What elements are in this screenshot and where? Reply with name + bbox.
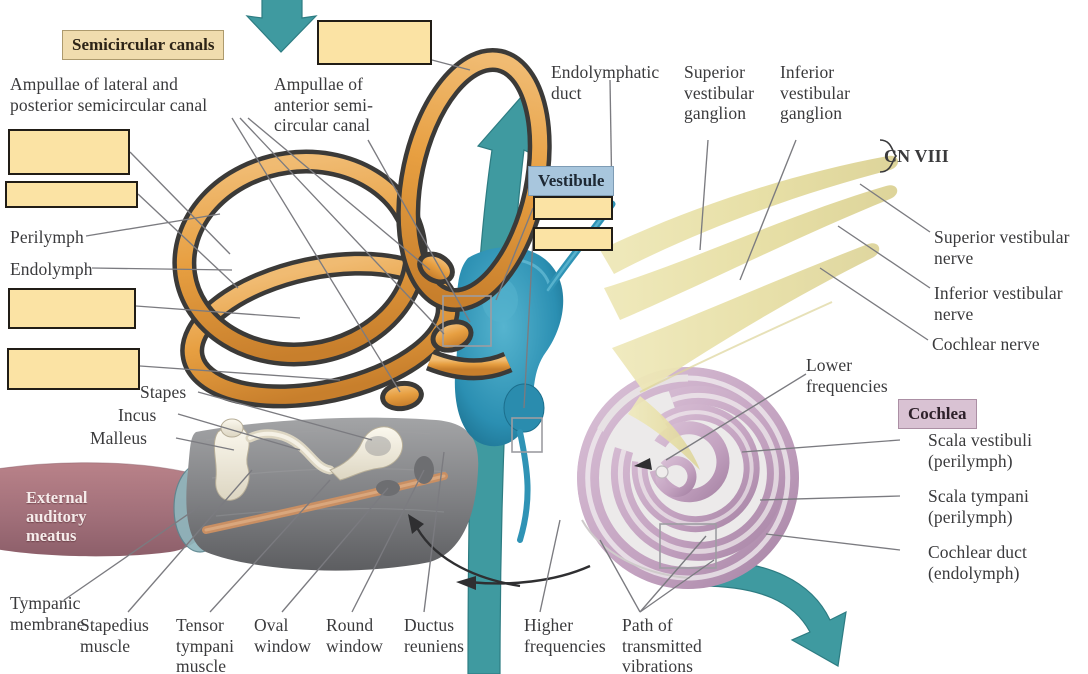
label-malleus: Malleus [90, 428, 148, 448]
label-lower-frequencies: Lower frequencies [806, 355, 888, 396]
label-oval-window: Oval window [254, 615, 311, 656]
label-stapedius-muscle: Stapedius muscle [80, 615, 149, 656]
external-auditory-meatus-art [0, 462, 213, 557]
label-ductus-reuniens: Ductus reuniens [404, 615, 465, 656]
label-incus: Incus [118, 405, 157, 425]
arrow-down-icon [245, 0, 318, 53]
label-tensor-tympani-muscle: Tensor tympani muscle [176, 615, 235, 674]
arrow-curved-down-icon [699, 559, 847, 667]
label-path-of-transmitted-vibrations: Path of transmitted vibrations [622, 615, 702, 674]
badge-semicircular-canals: Semicircular canals [62, 30, 225, 60]
cochlea-art [577, 367, 799, 589]
label-external-auditory-meatus: External auditory meatus [26, 488, 88, 545]
label-cochlear-nerve: Cochlear nerve [932, 334, 1040, 354]
cover-left-2[interactable] [5, 181, 138, 208]
badge-cochlea: Cochlea [898, 399, 977, 429]
label-perilymph: Perilymph [10, 227, 84, 247]
label-superior-vestibular-nerve: Superior vestibular nerve [934, 227, 1070, 268]
label-cochlear-duct: Cochlear duct (endolymph) [928, 542, 1027, 583]
label-superior-vestibular-ganglion: Superior vestibular ganglion [684, 62, 755, 123]
label-higher-frequencies: Higher frequencies [524, 615, 606, 656]
label-endolymphatic-duct: Endolymphatic duct [551, 62, 660, 103]
label-scala-tympani: Scala tympani (perilymph) [928, 486, 1029, 527]
label-round-window: Round window [326, 615, 383, 656]
badge-vestibule: Vestibule [528, 166, 615, 196]
label-stapes: Stapes [140, 382, 187, 402]
cover-left-1[interactable] [8, 129, 130, 175]
cover-vestibule-2[interactable] [533, 227, 613, 251]
label-ampullae-lateral-posterior: Ampullae of lateral and posterior semici… [10, 74, 208, 115]
semicircular-canals-art [172, 47, 717, 569]
label-ampullae-anterior: Ampullae of anterior semi- circular cana… [274, 74, 374, 135]
arrow-sound-path-icon [408, 458, 652, 590]
label-tympanic-membrane: Tympanic membrane [10, 593, 85, 634]
ossicles-art [213, 418, 403, 501]
cover-left-4[interactable] [7, 348, 140, 390]
cover-left-3[interactable] [8, 288, 136, 329]
cover-top-center[interactable] [317, 20, 432, 65]
temporal-bone-art [186, 417, 479, 571]
label-inferior-vestibular-ganglion: Inferior vestibular ganglion [780, 62, 851, 123]
cover-vestibule-1[interactable] [533, 196, 613, 220]
label-scala-vestibuli: Scala vestibuli (perilymph) [928, 430, 1033, 471]
leader-lines [63, 59, 931, 613]
label-endolymph: Endolymph [10, 259, 93, 279]
label-inferior-vestibular-nerve: Inferior vestibular nerve [934, 283, 1063, 324]
label-cn-viii: CN VIII [884, 146, 949, 166]
